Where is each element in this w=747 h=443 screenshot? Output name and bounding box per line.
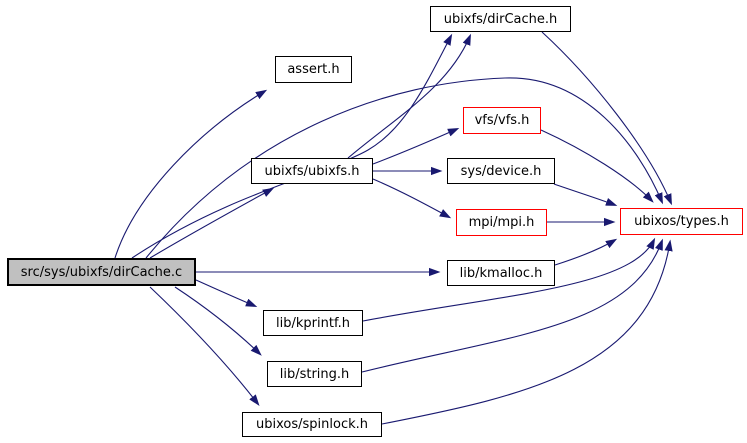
graph-node-vfs[interactable]: vfs/vfs.h <box>463 107 541 134</box>
graph-node-kprintf[interactable]: lib/kprintf.h <box>263 310 363 336</box>
edge-spinlock-types <box>381 239 673 425</box>
edge-vfs-types <box>540 129 654 203</box>
edge-main-assert <box>114 89 268 259</box>
edge-main-dircacheh <box>131 33 453 259</box>
edge-main-string <box>174 286 262 356</box>
graph-node-label: ubixos/spinlock.h <box>256 417 368 432</box>
edge-ubixfsh-mpi <box>372 178 452 219</box>
edge-dircacheh-types <box>541 31 672 206</box>
edge-device-types <box>553 183 618 206</box>
edge-main-types <box>145 77 663 259</box>
graph-node-ubixfsh[interactable]: ubixfs/ubixfs.h <box>251 158 373 184</box>
edge-main-kprintf <box>195 279 258 307</box>
edge-ubixfsh-dircacheh <box>347 33 471 159</box>
graph-node-mpi[interactable]: mpi/mpi.h <box>456 209 547 236</box>
graph-node-label: assert.h <box>287 62 340 77</box>
edge-ubixfsh-vfs <box>372 127 460 165</box>
graph-node-label: ubixfs/dirCache.h <box>443 11 558 27</box>
edge-kmalloc-types <box>554 238 618 266</box>
graph-node-label: vfs/vfs.h <box>474 113 530 128</box>
edge-main-ubixfsh <box>149 187 275 259</box>
edge-kprintf-types <box>362 237 656 322</box>
graph-node-main: src/sys/ubixfs/dirCache.c <box>7 258 196 286</box>
graph-node-label: ubixfs/ubixfs.h <box>264 163 360 179</box>
graph-node-assert[interactable]: assert.h <box>275 56 352 83</box>
graph-node-kmalloc[interactable]: lib/kmalloc.h <box>447 260 555 286</box>
graph-node-label: ubixos/types.h <box>634 214 729 229</box>
graph-node-string[interactable]: lib/string.h <box>267 361 362 387</box>
graph-node-label: lib/string.h <box>279 366 350 382</box>
graph-node-dircacheh[interactable]: ubixfs/dirCache.h <box>430 6 571 32</box>
graph-node-spinlock[interactable]: ubixos/spinlock.h <box>242 412 382 437</box>
graph-node-label: sys/device.h <box>460 163 542 179</box>
edge-main-spinlock <box>149 286 260 406</box>
graph-node-label: mpi/mpi.h <box>468 215 535 230</box>
edge-string-types <box>361 238 663 373</box>
graph-node-label: lib/kmalloc.h <box>459 265 543 281</box>
graph-node-label: src/sys/ubixfs/dirCache.c <box>20 264 183 280</box>
graph-node-types[interactable]: ubixos/types.h <box>620 208 743 235</box>
graph-node-label: lib/kprintf.h <box>276 315 350 331</box>
graph-node-device[interactable]: sys/device.h <box>447 158 555 184</box>
